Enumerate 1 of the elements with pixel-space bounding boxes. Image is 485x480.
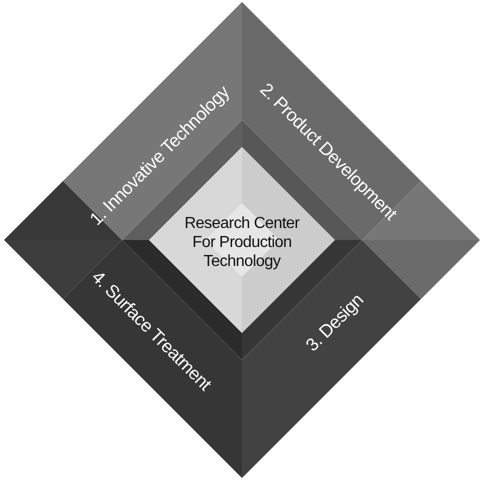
center-label: Research Center For Production Technology [184,214,300,272]
